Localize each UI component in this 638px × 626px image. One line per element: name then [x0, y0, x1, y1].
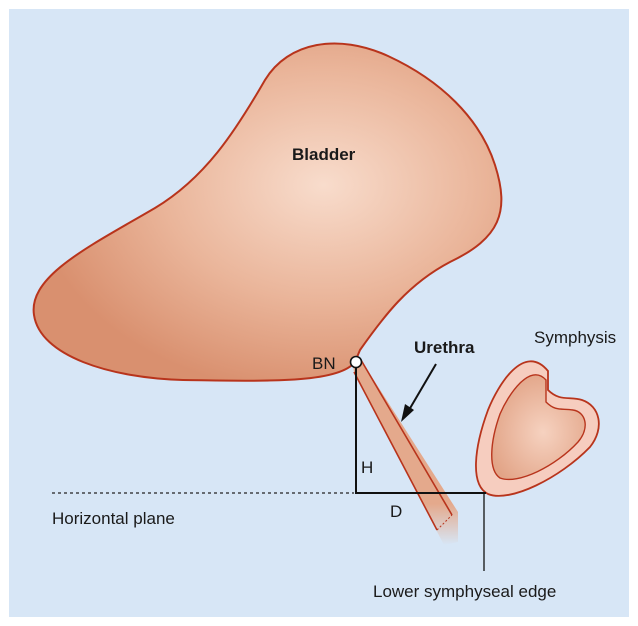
bladder-shape — [34, 43, 502, 380]
symphysis-shape — [476, 361, 599, 496]
label-lower-symphyseal-edge: Lower symphyseal edge — [373, 582, 556, 601]
label-symphysis: Symphysis — [534, 328, 616, 347]
label-h: H — [361, 458, 373, 477]
urethra-arrow-shaft — [409, 364, 436, 410]
bn-marker — [351, 357, 362, 368]
label-urethra: Urethra — [414, 338, 475, 357]
urethra-shape — [352, 358, 458, 545]
label-bn: BN — [312, 354, 336, 373]
label-d: D — [390, 502, 402, 521]
urethra-outline-right — [361, 360, 452, 515]
label-horizontal-plane: Horizontal plane — [52, 509, 175, 528]
label-bladder: Bladder — [292, 145, 356, 164]
